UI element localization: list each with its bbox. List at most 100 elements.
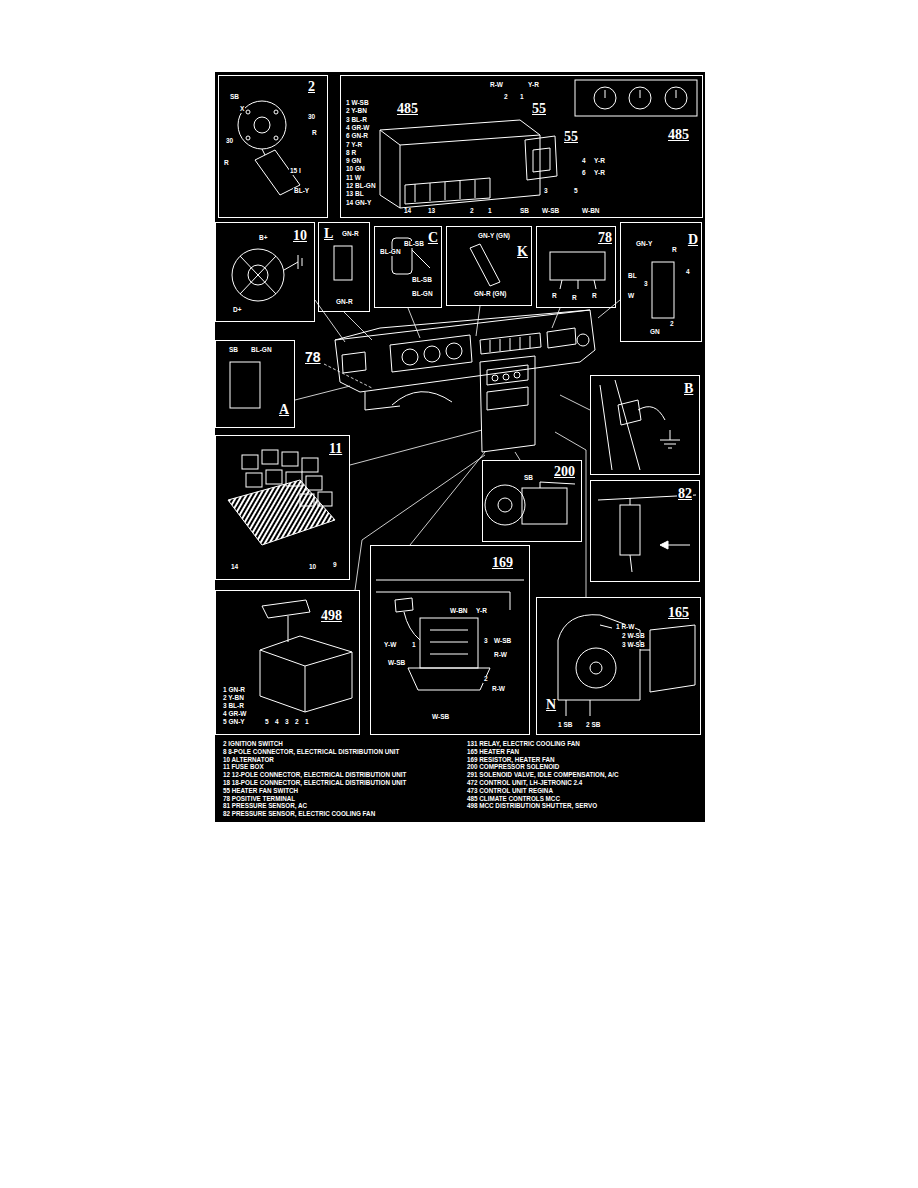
wire-label: W-SB: [541, 208, 560, 215]
callout-number: D: [687, 233, 699, 247]
wire-label: 5 GN-Y: [222, 719, 246, 726]
callout-number: 82: [677, 487, 693, 501]
legend-line: 498 MCC DISTRIBUTION SHUTTER, SERVO: [466, 803, 598, 809]
component-panel: B: [590, 375, 700, 475]
wire-label: BL-Y: [293, 188, 310, 195]
callout-number: 78: [304, 350, 322, 364]
component-panel: 1114109: [215, 435, 350, 580]
legend-line: 165 HEATER FAN: [466, 749, 520, 755]
resistor-drawing: [376, 580, 524, 690]
legend-line: 18 18-POLE CONNECTOR, ELECTRICAL DISTRIB…: [222, 780, 407, 786]
wire-label: 1: [519, 94, 525, 101]
wire-label: 4: [685, 269, 691, 276]
legend-line: 11 FUSE BOX: [222, 764, 265, 770]
ignition-switch-drawing: [238, 101, 300, 195]
legend-line: 8 8-POLE CONNECTOR, ELECTRICAL DISTRIBUT…: [222, 749, 400, 755]
alternator-drawing: [232, 249, 302, 301]
legend-line: 131 RELAY, ELECTRIC COOLING FAN: [466, 741, 581, 747]
wire-label: R: [671, 247, 678, 254]
wire-label: 4: [581, 158, 587, 165]
wire-label: R: [223, 160, 230, 167]
wire-label: 5: [573, 188, 579, 195]
wire-label: BL-GN: [411, 291, 434, 298]
component-panel: SBBL-GNA: [215, 340, 295, 428]
component-panel: KGN-Y (GN)GN-R (GN): [446, 226, 532, 306]
wire-label: 2: [483, 676, 489, 683]
black-ground: [215, 72, 705, 822]
wire-label: 3 W-SB: [621, 642, 646, 649]
wire-label: 1 R-W: [615, 624, 635, 631]
callout-number: K: [516, 245, 529, 259]
wire-label: 1 W-SB: [345, 100, 370, 107]
wire-label: 2 W-SB: [621, 633, 646, 640]
wire-label: 12 BL-GN: [345, 183, 377, 190]
wire-label: W-SB: [493, 638, 512, 645]
wire-label: 13: [427, 208, 436, 215]
connector-drawing: [652, 262, 674, 318]
callout-number: 55: [563, 130, 579, 144]
legend-line: 291 SOLENOID VALVE, IDLE COMPENSATION, A…: [466, 772, 620, 778]
leader-lines: [295, 300, 620, 597]
component-panel: LGN-RGN-R: [318, 222, 370, 312]
wire-label: 1: [487, 208, 493, 215]
wire-label: 4: [274, 719, 280, 726]
wire-label: R: [571, 295, 578, 302]
component-panel: 78RRR: [536, 226, 616, 308]
wire-label: GN-Y (GN): [477, 233, 511, 240]
wire-label: 1: [304, 719, 310, 726]
wire-label: W-BN: [581, 208, 601, 215]
door-pillar-drawing: [600, 380, 680, 470]
legend-line: 82 PRESSURE SENSOR, ELECTRIC COOLING FAN: [222, 811, 376, 817]
heater-fan-drawing: [558, 615, 695, 716]
wire-label: 1 GN-R: [222, 687, 246, 694]
connector-drawing: [230, 362, 260, 408]
fuse-box-drawing: [228, 450, 335, 545]
wire-label: 3: [643, 281, 649, 288]
wire-label: 3 BL-R: [222, 703, 245, 710]
wire-label: 4 GR-W: [345, 125, 370, 132]
wire-label: 10 GN: [345, 166, 366, 173]
pressure-sensor-drawing: [598, 495, 696, 572]
callout-number: 78: [597, 231, 613, 245]
callout-number: 485: [396, 102, 419, 116]
wire-label: 9 GN: [345, 158, 362, 165]
wire-label: D+: [232, 307, 243, 314]
legend-line: 10 ALTERNATOR: [222, 757, 275, 763]
wire-label: 1 SB: [557, 722, 573, 729]
wire-label: 2: [503, 94, 509, 101]
wire-label: X: [239, 106, 245, 113]
wire-label: 2: [469, 208, 475, 215]
wire-label: 13 BL: [345, 191, 365, 198]
wire-label: R: [591, 293, 598, 300]
callout-number: A: [278, 403, 290, 417]
wire-label: BL-GN: [250, 347, 273, 354]
wire-label: 11 W: [345, 175, 362, 182]
legend-line: 485 CLIMATE CONTROLS MCC: [466, 796, 561, 802]
callout-number: B: [683, 382, 694, 396]
callout-number: L: [323, 227, 334, 241]
wire-label: 2: [294, 719, 300, 726]
wire-label: SB: [523, 475, 534, 482]
callout-number: N: [545, 698, 557, 712]
callout-number: C: [427, 231, 439, 245]
wire-label: 7 Y-R: [345, 142, 363, 149]
legend-line: 473 CONTROL UNIT REGINA: [466, 788, 554, 794]
servo-drawing: [260, 600, 352, 712]
legend-line: 200 COMPRESSOR SOLENOID: [466, 764, 560, 770]
wire-label: SB: [519, 208, 530, 215]
wire-label: 4 GR-W: [222, 711, 247, 718]
legend-line: 55 HEATER FAN SWITCH: [222, 788, 299, 794]
component-panel: 200SB: [482, 460, 582, 542]
wire-label: 14: [403, 208, 412, 215]
wire-label: 5: [264, 719, 270, 726]
climate-unit-drawing: [380, 80, 697, 208]
callout-number: 169: [491, 556, 514, 570]
wire-label: 14: [230, 564, 239, 571]
wire-label: 2 Y-BN: [222, 695, 245, 702]
callout-number: 10: [292, 229, 308, 243]
wire-label: 3: [483, 638, 489, 645]
wire-label: 6: [581, 170, 587, 177]
wire-label: 3: [543, 188, 549, 195]
wire-label: R-W: [493, 652, 508, 659]
